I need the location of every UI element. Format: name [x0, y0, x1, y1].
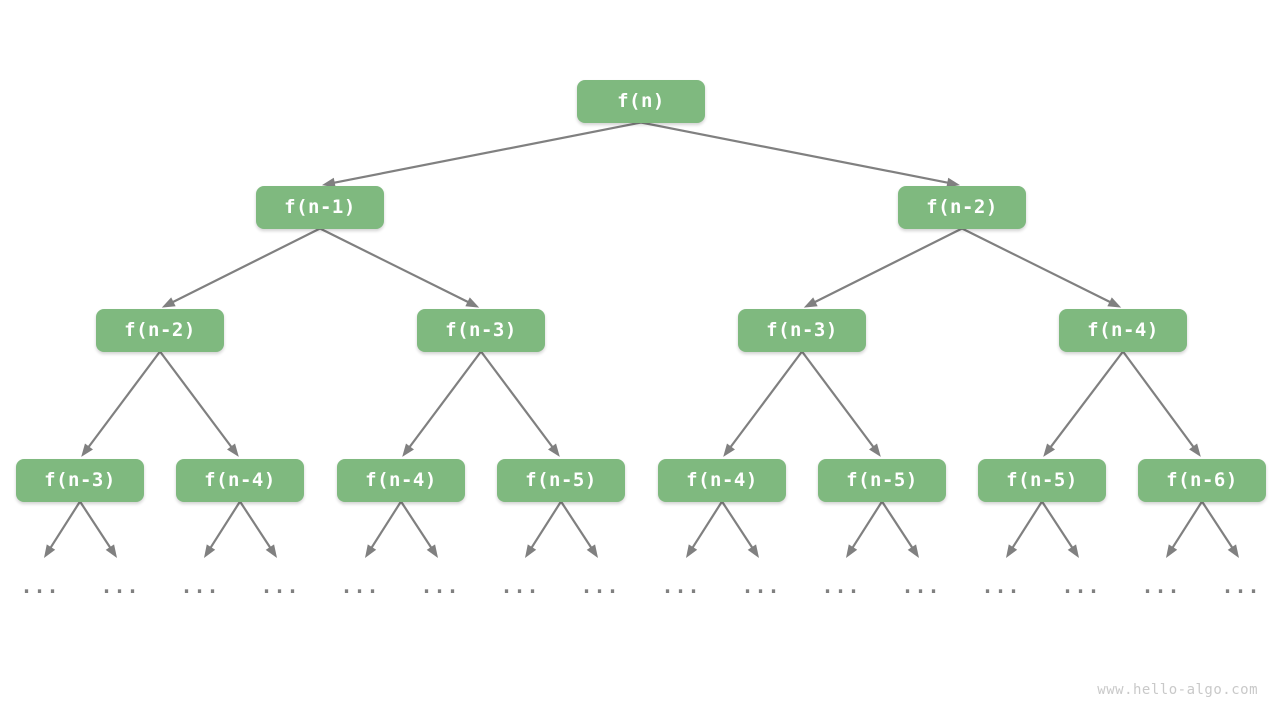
edge-n4-to-n9 — [402, 350, 482, 457]
leaf-edge-n7-1 — [79, 500, 117, 558]
ellipsis-marker: ... — [981, 574, 1021, 598]
tree-node-n14: f(n-6) — [1138, 458, 1266, 502]
edge-n6-to-n13 — [1043, 350, 1124, 457]
ellipsis-marker: ... — [1221, 574, 1261, 598]
edge-n2-to-n6 — [961, 227, 1122, 308]
leaf-edge-n8-3 — [239, 500, 277, 558]
leaf-edge-n7-0 — [44, 500, 81, 558]
ellipsis-marker: ... — [340, 574, 380, 598]
edge-n5-to-n11 — [723, 350, 803, 457]
edge-n4-to-n10 — [480, 350, 560, 457]
tree-node-n9: f(n-4) — [337, 458, 465, 502]
tree-node-n5: f(n-3) — [738, 308, 866, 352]
tree-node-n6: f(n-4) — [1059, 308, 1187, 352]
ellipsis-marker: ... — [741, 574, 781, 598]
tree-node-label: f(n-3) — [766, 319, 838, 341]
tree-node-n3: f(n-2) — [96, 308, 224, 352]
ellipsis-marker: ... — [1061, 574, 1101, 598]
edge-n5-to-n12 — [801, 350, 881, 457]
tree-node-n11: f(n-4) — [658, 458, 786, 502]
tree-node-label: f(n-2) — [124, 319, 196, 341]
tree-node-n0: f(n) — [577, 79, 705, 123]
tree-node-n7: f(n-3) — [16, 458, 144, 502]
edge-n6-to-n14 — [1122, 350, 1201, 457]
leaf-edge-n10-6 — [525, 500, 562, 558]
edge-n0-to-n1 — [321, 121, 642, 188]
ellipsis-marker: ... — [500, 574, 540, 598]
tree-node-label: f(n-4) — [686, 469, 758, 491]
tree-node-n1: f(n-1) — [256, 185, 384, 229]
leaf-edge-n14-15 — [1201, 500, 1239, 558]
ellipsis-marker: ... — [901, 574, 941, 598]
tree-node-n12: f(n-5) — [818, 458, 946, 502]
tree-node-label: f(n-4) — [1087, 319, 1159, 341]
leaf-edge-n8-2 — [204, 500, 241, 558]
leaf-edge-n11-9 — [721, 500, 759, 558]
ellipsis-marker: ... — [180, 574, 220, 598]
tree-node-label: f(n-6) — [1166, 469, 1238, 491]
leaf-edge-n13-13 — [1041, 500, 1079, 558]
tree-node-n10: f(n-5) — [497, 458, 625, 502]
leaf-edge-n12-10 — [846, 500, 883, 558]
ellipsis-marker: ... — [100, 574, 140, 598]
edge-n2-to-n5 — [803, 227, 963, 308]
ellipsis-marker: ... — [20, 574, 60, 598]
tree-node-n13: f(n-5) — [978, 458, 1106, 502]
leaf-edge-n12-11 — [881, 500, 919, 558]
tree-node-label: f(n) — [617, 90, 665, 112]
edge-n3-to-n7 — [81, 350, 161, 457]
edge-n0-to-n2 — [640, 121, 961, 188]
ellipsis-marker: ... — [580, 574, 620, 598]
leaf-edge-n14-14 — [1166, 500, 1203, 558]
ellipsis-marker: ... — [420, 574, 460, 598]
tree-node-n4: f(n-3) — [417, 308, 545, 352]
tree-node-n8: f(n-4) — [176, 458, 304, 502]
tree-node-label: f(n-4) — [204, 469, 276, 491]
edge-n1-to-n4 — [319, 227, 480, 308]
tree-node-label: f(n-3) — [44, 469, 116, 491]
tree-node-label: f(n-3) — [445, 319, 517, 341]
tree-node-label: f(n-4) — [365, 469, 437, 491]
edge-n3-to-n8 — [159, 350, 239, 457]
leaf-edge-n11-8 — [686, 500, 723, 558]
ellipsis-marker: ... — [661, 574, 701, 598]
ellipsis-marker: ... — [260, 574, 300, 598]
ellipsis-marker: ... — [821, 574, 861, 598]
watermark: www.hello-algo.com — [1097, 682, 1258, 698]
ellipsis-marker: ... — [1141, 574, 1181, 598]
leaf-edge-n13-12 — [1006, 500, 1043, 558]
leaf-edge-n9-4 — [365, 500, 402, 558]
edge-n1-to-n3 — [161, 227, 321, 308]
tree-node-n2: f(n-2) — [898, 185, 1026, 229]
tree-node-label: f(n-1) — [284, 196, 356, 218]
tree-node-label: f(n-2) — [926, 196, 998, 218]
leaf-edge-n9-5 — [400, 500, 438, 558]
tree-node-label: f(n-5) — [1006, 469, 1078, 491]
tree-node-label: f(n-5) — [525, 469, 597, 491]
leaf-edge-n10-7 — [560, 500, 598, 558]
tree-node-label: f(n-5) — [846, 469, 918, 491]
